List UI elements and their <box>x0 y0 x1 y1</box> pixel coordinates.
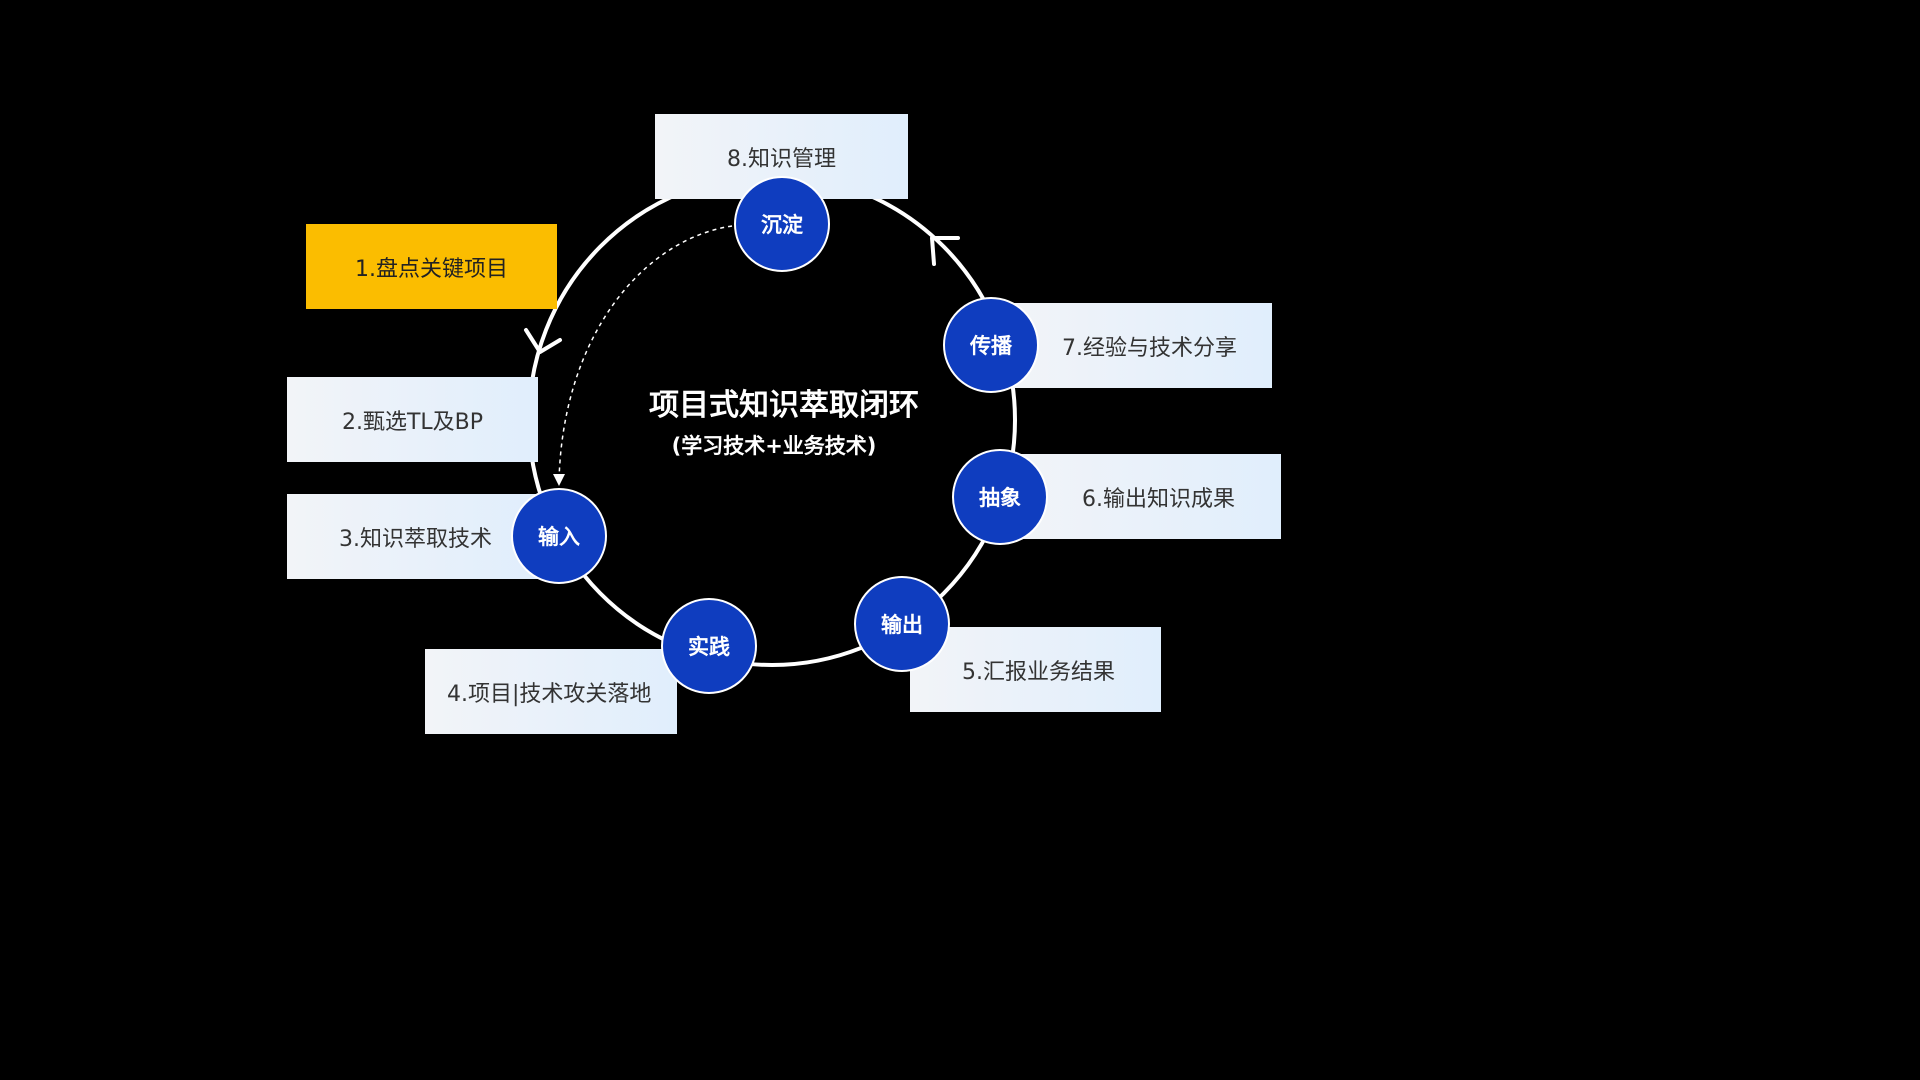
step-2-box: 2.甄选TL及BP <box>287 377 538 462</box>
feedback-arrowhead <box>553 474 565 486</box>
step-6-label: 6.输出知识成果 <box>1082 486 1235 512</box>
node-chouxiang: 抽象 <box>952 449 1048 545</box>
node-chouxiang-label: 抽象 <box>979 486 1021 510</box>
step-7-box: 7.经验与技术分享 <box>1010 303 1272 388</box>
step-2-label: 2.甄选TL及BP <box>341 409 484 435</box>
step-7-label: 7.经验与技术分享 <box>1062 335 1237 361</box>
node-shuchu: 输出 <box>854 576 950 672</box>
step-1-label: 1.盘点关键项目 <box>355 256 508 282</box>
step-4-box: 4.项目|技术攻关落地 <box>425 649 677 734</box>
node-shijian-label: 实践 <box>688 635 730 659</box>
node-chuanbo-label: 传播 <box>970 334 1012 358</box>
step-4-label: 4.项目|技术攻关落地 <box>447 681 652 707</box>
step-3-label: 3.知识萃取技术 <box>339 526 492 552</box>
step-6-box: 6.输出知识成果 <box>1012 454 1281 539</box>
step-8-label: 8.知识管理 <box>727 146 836 172</box>
node-chendian: 沉淀 <box>734 176 830 272</box>
step-5-box: 5.汇报业务结果 <box>910 627 1161 712</box>
knowledge-loop-diagram: 8.知识管理 1.盘点关键项目 2.甄选TL及BP 3.知识萃取技术 4.项目|… <box>287 114 1281 734</box>
node-chuanbo: 传播 <box>943 297 1039 393</box>
node-chendian-label: 沉淀 <box>761 213 803 237</box>
ring-arrow-top-right <box>930 236 960 266</box>
ring-arrow-left <box>524 328 562 354</box>
node-shuchu-label: 输出 <box>881 613 923 637</box>
node-shuru: 输入 <box>511 488 607 584</box>
diagram-subtitle: (学习技术+业务技术) <box>671 434 877 458</box>
step-5-label: 5.汇报业务结果 <box>962 659 1115 685</box>
step-1-box: 1.盘点关键项目 <box>306 224 557 309</box>
node-shuru-label: 输入 <box>538 525 580 549</box>
step-3-box: 3.知识萃取技术 <box>287 494 538 579</box>
diagram-title: 项目式知识萃取闭环 <box>649 388 919 423</box>
node-shijian: 实践 <box>661 598 757 694</box>
